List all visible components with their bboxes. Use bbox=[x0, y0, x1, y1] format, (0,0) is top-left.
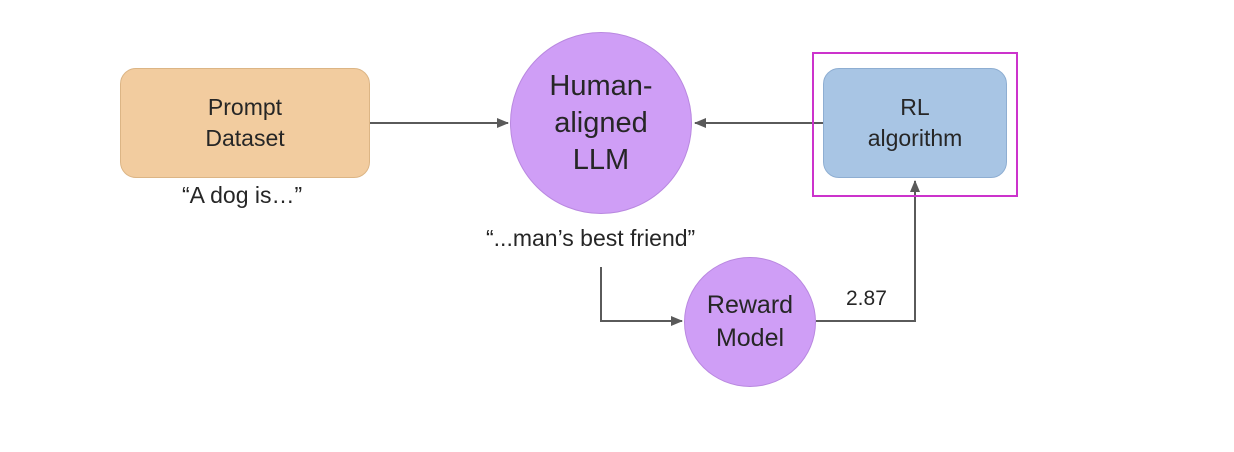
reward-model-line1: Reward bbox=[706, 291, 794, 319]
rl-algorithm-line1: RL bbox=[900, 94, 930, 120]
llm-label: Human- aligned LLM bbox=[549, 68, 652, 179]
arrow-reward-to-rl bbox=[816, 180, 920, 322]
reward-model-line2: Model bbox=[715, 324, 785, 352]
prompt-dataset-label: Prompt Dataset bbox=[205, 92, 284, 154]
prompt-dataset-line2: Dataset bbox=[205, 125, 285, 151]
arrow-completion-to-reward bbox=[600, 267, 683, 326]
llm-line2: aligned bbox=[554, 106, 648, 139]
llm-node: Human- aligned LLM bbox=[510, 32, 692, 214]
llm-line3: LLM bbox=[572, 143, 630, 176]
completion-example: “...man’s best friend” bbox=[486, 225, 696, 251]
llm-line1: Human- bbox=[549, 69, 653, 102]
rl-algorithm-line2: algorithm bbox=[867, 125, 963, 151]
prompt-dataset-line1: Prompt bbox=[207, 94, 283, 120]
reward-model-node: Reward Model bbox=[684, 257, 816, 387]
rl-algorithm-label: RL algorithm bbox=[868, 92, 963, 154]
rl-algorithm-box: RL algorithm bbox=[823, 68, 1007, 178]
prompt-example: “A dog is…” bbox=[182, 182, 303, 208]
reward-score: 2.87 bbox=[846, 287, 887, 310]
prompt-dataset-box: Prompt Dataset bbox=[120, 68, 370, 178]
rl-highlight-frame bbox=[812, 52, 1018, 197]
reward-model-label: Reward Model bbox=[707, 289, 793, 355]
